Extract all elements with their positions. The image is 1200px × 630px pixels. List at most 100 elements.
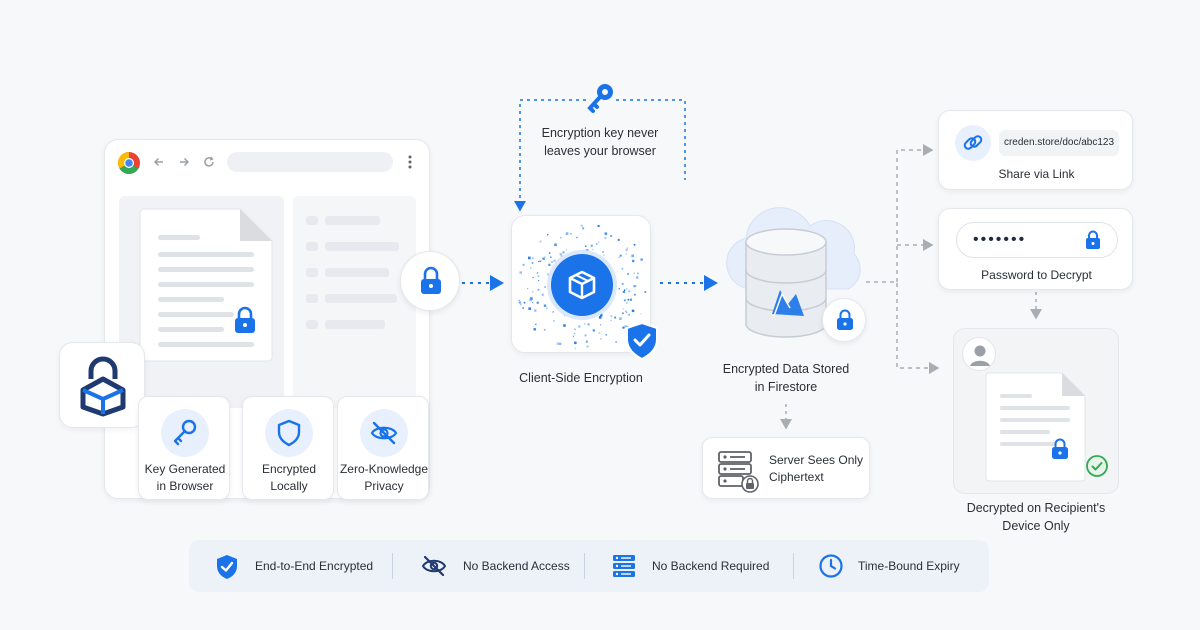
particle: [618, 256, 620, 259]
encryption-core: [551, 254, 613, 316]
particle: [559, 253, 562, 256]
particle: [582, 227, 585, 230]
particle: [530, 297, 533, 300]
particle: [633, 272, 635, 274]
particle: [564, 314, 566, 316]
password-label: Password to Decrypt: [981, 268, 1092, 282]
footer-label-no-backend: No Backend Required: [652, 559, 770, 573]
particle: [625, 248, 628, 252]
particle: [623, 299, 626, 302]
particle: [598, 241, 600, 243]
padlock-icon: [419, 266, 443, 296]
particle: [600, 324, 602, 326]
particle: [543, 304, 547, 307]
footer-divider: [392, 553, 393, 579]
particle: [622, 308, 624, 310]
particle: [602, 251, 604, 253]
particle: [550, 256, 552, 258]
particle: [551, 261, 553, 263]
particle: [610, 235, 613, 237]
particle: [536, 301, 539, 304]
particle: [522, 307, 524, 309]
padlock-icon: [836, 309, 854, 331]
particle: [560, 237, 562, 239]
check-circle-icon: [1086, 455, 1108, 477]
particle: [631, 309, 635, 313]
particle: [614, 316, 617, 319]
server-rack-icon: [717, 450, 759, 493]
particle: [532, 291, 534, 293]
share-link-card: creden.store/doc/abc123 Share via Link: [938, 110, 1133, 190]
kebab-menu-icon[interactable]: [408, 155, 412, 169]
particle: [541, 293, 544, 296]
particle: [538, 280, 540, 281]
client-side-label: Client-Side Encryption: [519, 371, 643, 385]
particle: [637, 272, 639, 275]
share-url-field[interactable]: creden.store/doc/abc123: [999, 130, 1119, 156]
particle: [592, 248, 594, 251]
particle: [595, 243, 598, 245]
particle: [523, 301, 526, 304]
address-bar[interactable]: [227, 152, 393, 172]
particle: [590, 244, 593, 247]
particle: [610, 319, 612, 321]
particle: [625, 253, 627, 255]
particle: [622, 290, 626, 294]
particle: [537, 275, 540, 277]
particle: [539, 240, 542, 243]
clock-icon: [819, 554, 843, 578]
password-field[interactable]: •••••••: [956, 222, 1118, 258]
particle: [640, 313, 642, 315]
app-logo-tile: [59, 342, 145, 428]
particle: [518, 299, 520, 301]
particle: [574, 341, 577, 345]
particle: [573, 332, 576, 335]
server-rack-icon: [612, 554, 636, 578]
key-icon: [585, 82, 617, 116]
particle: [633, 244, 636, 246]
particle: [538, 260, 540, 263]
particle: [553, 260, 555, 262]
particle: [604, 232, 608, 235]
particle: [604, 236, 607, 239]
storage-lock-bubble: [822, 298, 866, 342]
particle: [627, 298, 630, 301]
particle: [628, 313, 630, 316]
particle: [640, 258, 643, 261]
particle: [542, 257, 545, 260]
particle: [544, 256, 546, 258]
particle: [559, 342, 562, 345]
shield-icon: [265, 409, 313, 457]
particle: [621, 283, 624, 285]
particle: [535, 323, 537, 325]
particle: [598, 316, 602, 319]
particle: [539, 260, 542, 262]
particle: [626, 311, 628, 313]
particle: [619, 317, 622, 320]
particle: [578, 325, 581, 328]
key-icon: [161, 409, 209, 457]
reload-icon[interactable]: [203, 156, 215, 168]
forward-arrow-icon[interactable]: [178, 156, 190, 168]
back-arrow-icon[interactable]: [153, 156, 165, 168]
particle: [537, 288, 540, 291]
particle: [572, 335, 574, 337]
particle: [556, 342, 560, 346]
user-avatar-icon: [962, 337, 996, 371]
password-dots: •••••••: [973, 231, 1027, 248]
particle: [583, 323, 586, 325]
particle: [634, 293, 636, 296]
particle: [547, 273, 549, 276]
particle: [536, 272, 539, 274]
lock-bubble: [400, 251, 460, 311]
particle: [622, 326, 625, 329]
particle: [587, 323, 590, 326]
particle: [615, 341, 618, 343]
particle: [624, 325, 627, 328]
database-icon: [744, 228, 828, 340]
particle: [519, 303, 522, 306]
link-icon[interactable]: [955, 125, 991, 161]
